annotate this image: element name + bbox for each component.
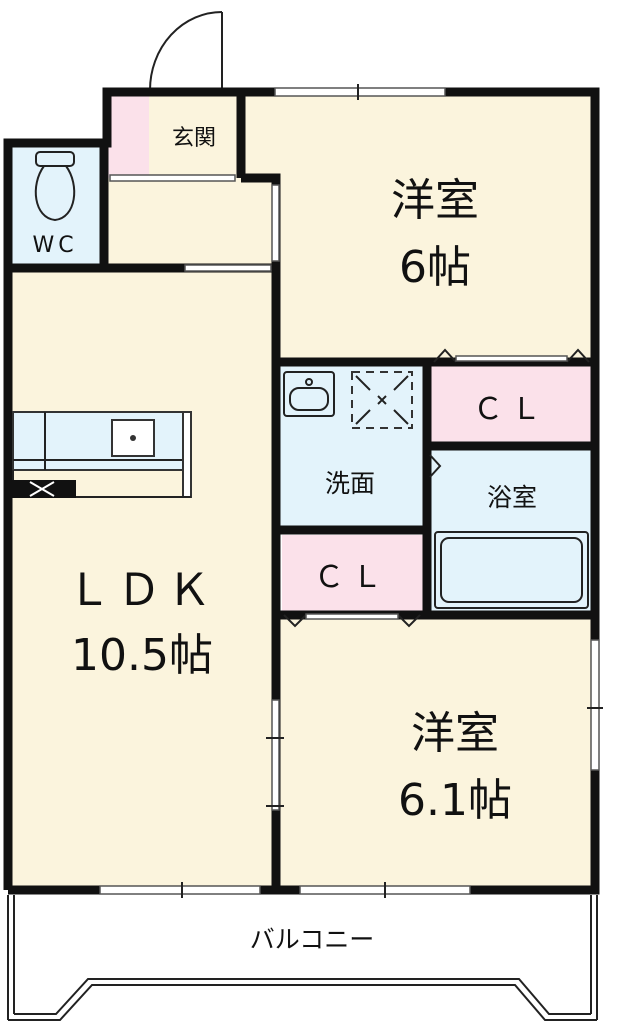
western-room-2-floor [278, 615, 595, 890]
toilet-icon [34, 151, 76, 222]
balcony-outline-inner [14, 978, 591, 1015]
entrance-hall-opening [109, 174, 236, 182]
western-room-1-floor [245, 95, 595, 360]
balcony [7, 895, 598, 1021]
ldk-name: ＬＤＫ [67, 565, 217, 616]
western-room-2-size: 6.1帖 [398, 775, 512, 826]
closet-1-floor [430, 366, 592, 444]
ldk-floor [8, 268, 278, 890]
closet-1-door-right [566, 348, 590, 363]
washing-machine-space-icon [351, 371, 413, 429]
entrance-hall-floor [107, 178, 277, 268]
western-2-side-window [590, 639, 600, 771]
closet-2-door-right [397, 614, 421, 628]
entrance-floor [149, 95, 241, 178]
ldk-door-1 [271, 699, 280, 811]
closet-2-label: ＣＬ [314, 560, 390, 595]
ldk-balcony-window [99, 885, 261, 895]
bath-door-mark [429, 454, 442, 478]
closet-1-door-left [433, 348, 457, 363]
ldk-top-opening [184, 264, 272, 272]
western-room-1-name: 洋室 [391, 175, 479, 226]
labels: 玄関 WC 洋室 6帖 ＬＤＫ 10.5帖 ＣＬ 洗面 浴室 ＣＬ 洋室 6.1… [32, 126, 549, 954]
entrance-pink-strip [107, 95, 149, 178]
closet-1-door-track [455, 355, 568, 362]
room-fills [8, 95, 595, 890]
bathroom-label: 浴室 [487, 483, 537, 512]
bathtub-icon [434, 531, 589, 609]
entrance-label: 玄関 [172, 126, 216, 151]
vent-icon [8, 480, 76, 498]
bathroom-floor [430, 448, 592, 613]
western-room-2-name: 洋室 [411, 708, 499, 759]
ldk-size: 10.5帖 [71, 630, 213, 681]
western-room-1-size: 6帖 [399, 242, 471, 293]
closet-1-label: ＣＬ [473, 392, 549, 427]
kitchen-counter [12, 411, 192, 498]
entrance-door [149, 11, 223, 95]
closet-doors [283, 348, 590, 628]
washbasin-icon [283, 371, 335, 417]
balcony-outline [8, 984, 597, 1021]
closet-2-door-left [283, 614, 307, 628]
door-swing-arc [149, 11, 223, 91]
western-1-door [271, 184, 280, 262]
windows [99, 84, 603, 898]
western-1-window [274, 87, 446, 97]
washroom-label: 洗面 [325, 469, 375, 498]
closet-2-floor [282, 535, 424, 615]
wc-label: WC [32, 233, 77, 258]
closet-2-door-track [305, 613, 399, 620]
balcony-label: バルコニー [250, 925, 375, 954]
fixtures [8, 151, 589, 609]
